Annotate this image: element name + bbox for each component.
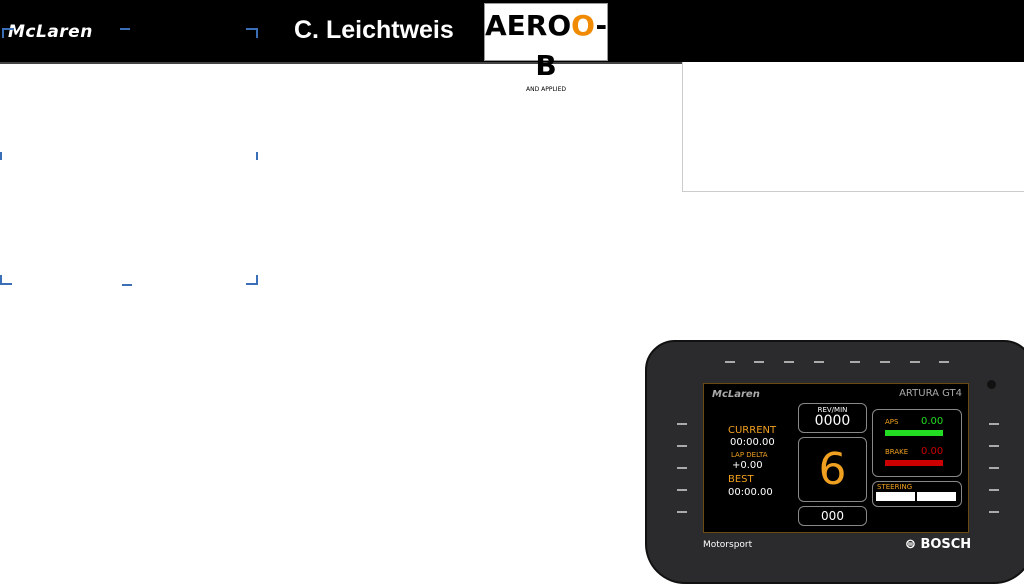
led-indicator bbox=[754, 361, 764, 363]
gear-indicator: 6 bbox=[798, 437, 867, 502]
best-time: 00:00.00 bbox=[728, 487, 773, 498]
led-indicator bbox=[939, 361, 949, 363]
aps-bar bbox=[885, 430, 943, 436]
led-indicator bbox=[677, 445, 687, 447]
bosch-text: BOSCH bbox=[920, 537, 972, 552]
led-indicator bbox=[989, 489, 999, 491]
rev-value: 0000 bbox=[814, 413, 851, 429]
delta-label: LAP DELTA bbox=[731, 451, 768, 459]
steering-bar-left bbox=[876, 492, 915, 501]
led-indicator bbox=[989, 423, 999, 425]
frame-corner bbox=[2, 28, 14, 38]
bosch-icon: ⊜ bbox=[905, 537, 916, 552]
led-indicator bbox=[677, 467, 687, 469]
car-model: ARTURA GT4 bbox=[899, 388, 962, 399]
sponsor-o: O bbox=[571, 9, 596, 42]
aps-value: 0.00 bbox=[921, 416, 944, 427]
led-indicator bbox=[814, 361, 824, 363]
dash-screen: McLaren ARTURA GT4 REV/MIN 0000 6 000 CU… bbox=[703, 383, 969, 533]
frame-corner bbox=[120, 28, 130, 38]
brake-bar bbox=[885, 460, 943, 466]
current-time: 00:00.00 bbox=[730, 437, 775, 448]
led-indicator bbox=[677, 423, 687, 425]
sponsor-subtext: AND APPLIED bbox=[526, 86, 566, 93]
aps-label: APS bbox=[885, 418, 899, 426]
led-indicator bbox=[880, 361, 890, 363]
best-label: BEST bbox=[728, 474, 754, 485]
current-label: CURRENT bbox=[728, 425, 777, 436]
frame-corner bbox=[122, 276, 132, 286]
motorsport-label: Motorsport bbox=[703, 540, 753, 550]
frame-corner bbox=[0, 275, 12, 285]
frame-corner bbox=[246, 28, 258, 38]
steering-box: STEERING bbox=[872, 481, 962, 507]
led-indicator bbox=[850, 361, 860, 363]
led-indicator bbox=[989, 467, 999, 469]
bosch-logo: ⊜ BOSCH bbox=[905, 537, 971, 552]
mclaren-logo: McLaren bbox=[8, 22, 93, 42]
sponsor-logo: AEROO-B AND APPLIED bbox=[484, 3, 608, 93]
sponsor-end: -B bbox=[535, 9, 608, 82]
led-indicator bbox=[677, 489, 687, 491]
delta-value: +0.00 bbox=[732, 460, 763, 471]
led-indicator bbox=[725, 361, 735, 363]
steering-bar-right bbox=[917, 492, 956, 501]
pedal-box: APS 0.00 BRAKE 0.00 bbox=[872, 409, 962, 477]
sponsor-text: AERO bbox=[485, 9, 572, 42]
driver-name: C. Leichtweis bbox=[294, 16, 454, 44]
frame-corner bbox=[246, 152, 258, 160]
screen-brand: McLaren bbox=[712, 389, 760, 400]
led-indicator bbox=[910, 361, 920, 363]
led-indicator bbox=[989, 511, 999, 513]
led-indicator bbox=[677, 511, 687, 513]
light-sensor bbox=[987, 380, 996, 389]
led-indicator bbox=[784, 361, 794, 363]
steering-label: STEERING bbox=[877, 483, 913, 491]
brake-label: BRAKE bbox=[885, 448, 909, 456]
brake-value: 0.00 bbox=[921, 446, 944, 457]
frame-corner bbox=[246, 275, 258, 285]
info-panel bbox=[682, 62, 1024, 192]
rev-box: REV/MIN 0000 bbox=[798, 403, 867, 433]
speed-value: 000 bbox=[798, 506, 867, 526]
led-indicator bbox=[989, 445, 999, 447]
frame-corner bbox=[0, 152, 12, 160]
rev-label: REV/MIN bbox=[817, 406, 848, 414]
